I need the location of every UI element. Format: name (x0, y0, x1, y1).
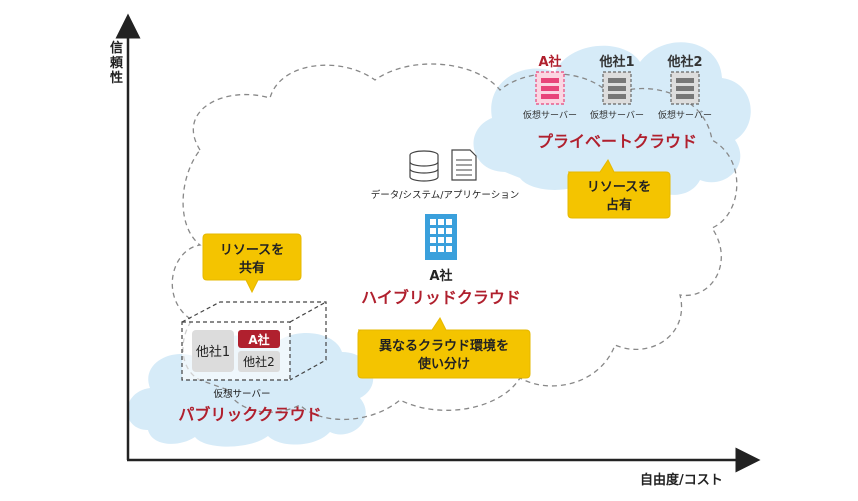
y-axis-label-char-0: 信 (110, 40, 123, 56)
y-axis-label-char-1: 頼 (109, 55, 124, 71)
data-caption: データ/システム/アプリケーション (371, 189, 519, 201)
private-cloud-title: プライベートクラウド (537, 132, 697, 151)
hybrid-cloud-title: ハイブリッドクラウド (361, 288, 521, 307)
tenant-a: A社 (238, 330, 280, 348)
private-server-a: A社 仮想サーバー (523, 54, 577, 121)
server-slot (608, 94, 626, 99)
server-slot (676, 78, 694, 83)
tenant-label: 他社1 (196, 344, 230, 360)
company-label: A社 (429, 268, 452, 284)
private-callout: リソースを 占有 (567, 159, 671, 219)
document-icon (451, 149, 477, 181)
server-slot (541, 94, 559, 99)
server-label-other1: 他社1 (598, 54, 634, 70)
private-server-other1: 他社1 仮想サーバー (590, 54, 644, 121)
server-label-other2: 他社2 (666, 54, 702, 70)
y-axis-label-char-2: 性 (110, 70, 123, 86)
hybrid-callout-line2: 使い分け (417, 356, 470, 372)
server-slot (676, 86, 694, 91)
server-caption: 仮想サーバー (523, 109, 577, 121)
server-slot (676, 94, 694, 99)
server-slot (608, 86, 626, 91)
tenant-label: A社 (248, 332, 269, 347)
hybrid-callout-line1: 異なるクラウド環境を (379, 338, 509, 354)
public-callout-line1: リソースを (220, 243, 284, 258)
tenant-other2: 他社2 (238, 351, 280, 372)
x-axis-label: 自由度/コスト (640, 472, 723, 488)
public-server-caption: 仮想サーバー (214, 388, 271, 400)
public-callout: リソースを 共有 (202, 233, 302, 294)
server-slot (541, 78, 559, 83)
server-slot (541, 86, 559, 91)
server-caption: 仮想サーバー (590, 109, 644, 121)
public-cloud-title: パブリッククラウド (178, 405, 321, 424)
server-slot (608, 78, 626, 83)
building-icon (425, 214, 457, 260)
private-server-other2: 他社2 仮想サーバー (658, 54, 712, 121)
private-callout-line2: 占有 (606, 197, 632, 213)
private-callout-line1: リソースを (587, 180, 651, 195)
tenant-label: 他社2 (243, 354, 275, 369)
database-icon (409, 150, 439, 182)
server-label-a: A社 (538, 54, 561, 70)
tenant-other1: 他社1 (192, 330, 234, 372)
public-callout-line2: 共有 (239, 260, 265, 276)
server-caption: 仮想サーバー (658, 109, 712, 121)
hybrid-callout: 異なるクラウド環境を 使い分け (357, 317, 531, 379)
